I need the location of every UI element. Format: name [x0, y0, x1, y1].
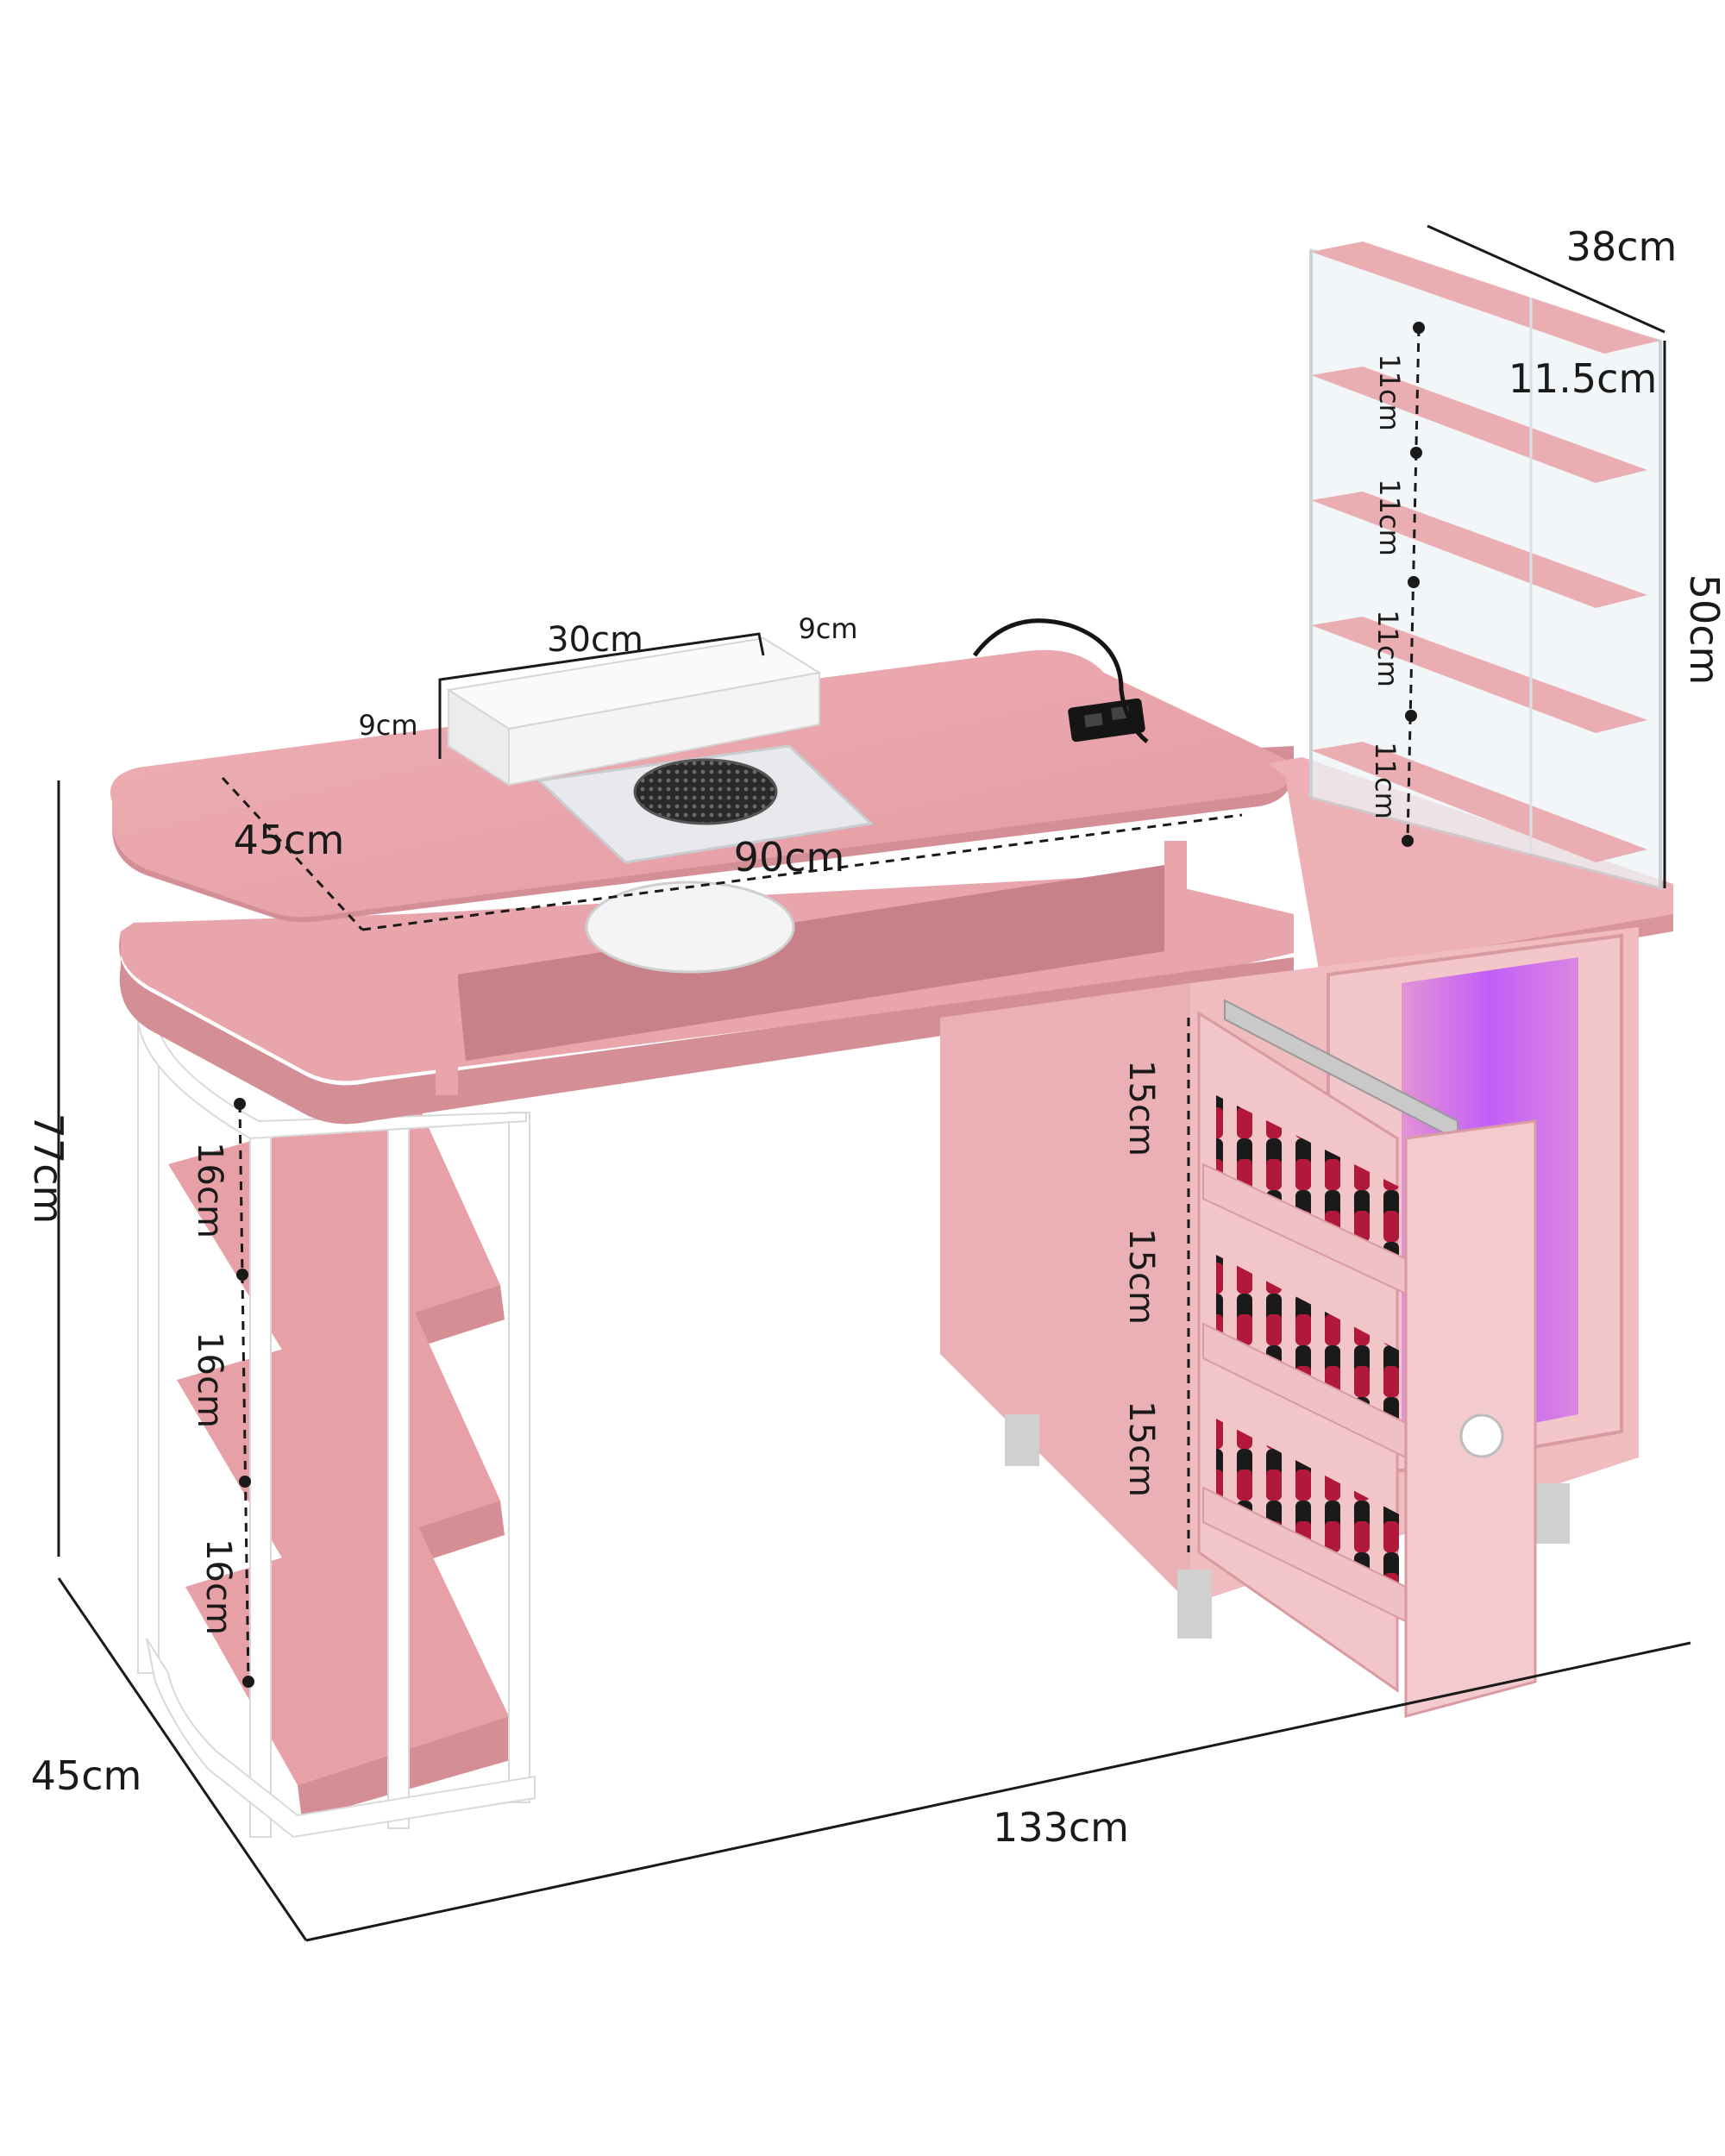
- dim-point: [1410, 447, 1422, 459]
- label-overall-height: 77cm: [25, 1113, 72, 1225]
- dim-line-depth: [57, 1577, 308, 1941]
- power-cable: [972, 618, 1149, 743]
- fan-grille-icon: [633, 758, 778, 825]
- dimension-points: [234, 322, 1425, 1688]
- frame-post-mid: [249, 1120, 272, 1838]
- frame-base: [146, 1638, 536, 1839]
- outlet-slot: [1083, 712, 1103, 728]
- label-overall-depth: 45cm: [31, 1752, 142, 1799]
- acrylic-shelf-unit: [1309, 241, 1662, 890]
- dim-point: [1413, 322, 1425, 334]
- acrylic-shelf-4: [1311, 742, 1647, 862]
- dim-line-top-width: [361, 813, 1243, 931]
- dimension-labels: 77cm 45cm 133cm 45cm 90cm 30cm 9cm 9cm 3…: [25, 223, 1725, 1851]
- dim-point: [239, 1476, 251, 1488]
- label-armrest-depth: 9cm: [798, 612, 857, 645]
- dim-line-armrest: [438, 632, 765, 759]
- cabinet-leg-3: [1535, 1483, 1570, 1544]
- dust-collector-motor: [585, 881, 795, 974]
- cubby-divider-right: [1164, 841, 1187, 957]
- acrylic-shelf-2: [1311, 492, 1647, 608]
- dim-point: [236, 1269, 248, 1281]
- dim-point: [1405, 710, 1417, 722]
- dim-point: [242, 1676, 254, 1688]
- acrylic-shelf-top: [1311, 241, 1660, 354]
- label-drawer-gap-1: 15cm: [1121, 1060, 1161, 1156]
- armrest-side: [508, 671, 820, 787]
- label-shelf-unit-height: 50cm: [1681, 574, 1725, 686]
- left-shelf-unit: [136, 1016, 536, 1839]
- dim-point: [1402, 835, 1414, 847]
- label-top-width: 90cm: [734, 834, 845, 881]
- label-drawer-gap-2: 15cm: [1121, 1228, 1161, 1325]
- dim-line-width: [305, 1641, 1691, 1942]
- main-desktop: [110, 618, 1294, 923]
- frame-post-mid2: [387, 1120, 410, 1829]
- cubby-divider-left: [436, 949, 458, 1095]
- dimension-lines: [57, 224, 1691, 1942]
- polish-rack-3: [1216, 1419, 1406, 1595]
- label-overall-width: 133cm: [993, 1804, 1129, 1851]
- frame-top-rail: [136, 1016, 527, 1140]
- polish-rack-2: [1216, 1255, 1406, 1432]
- polish-rack-1: [1216, 1095, 1406, 1268]
- label-left-shelf-gap-1: 16cm: [190, 1142, 229, 1238]
- label-drawer-gap-3: 15cm: [1121, 1401, 1161, 1497]
- dim-point: [234, 1098, 246, 1110]
- dim-point: [1408, 576, 1420, 588]
- dim-line-left-shelves: [238, 1103, 250, 1683]
- polish-drawer: [1197, 999, 1537, 1718]
- acrylic-shelf-1: [1311, 367, 1647, 483]
- label-shelf-unit-depth: 38cm: [1566, 223, 1678, 270]
- frame-post-right: [508, 1112, 530, 1803]
- cubby-back: [457, 862, 1182, 1061]
- cabinet-leg-2: [1177, 1570, 1212, 1639]
- lower-desk-edge: [119, 936, 1294, 1125]
- label-left-shelf-gap-3: 16cm: [198, 1539, 238, 1635]
- label-acrylic-gap-1: 11cm: [1373, 354, 1406, 430]
- label-shelf-unit-inner-width: 11.5cm: [1509, 355, 1658, 402]
- dim-line-shelf-depth: [1427, 224, 1665, 334]
- label-top-depth: 45cm: [234, 817, 345, 863]
- label-armrest-length: 30cm: [547, 620, 643, 660]
- frame-post-left: [137, 1017, 160, 1674]
- label-armrest-height: 9cm: [358, 709, 417, 742]
- label-acrylic-gap-2: 11cm: [1373, 479, 1406, 555]
- label-acrylic-gap-4: 11cm: [1369, 742, 1402, 818]
- knob-icon[interactable]: [1459, 1413, 1504, 1458]
- label-acrylic-gap-3: 11cm: [1371, 610, 1404, 686]
- acrylic-shelf-3: [1311, 617, 1647, 733]
- cabinet-side: [940, 983, 1190, 1604]
- label-left-shelf-gap-2: 16cm: [190, 1332, 229, 1428]
- cabinet-leg-1: [1005, 1414, 1039, 1466]
- lower-desk-level: [119, 841, 1294, 1125]
- dim-line-top-depth: [221, 776, 364, 931]
